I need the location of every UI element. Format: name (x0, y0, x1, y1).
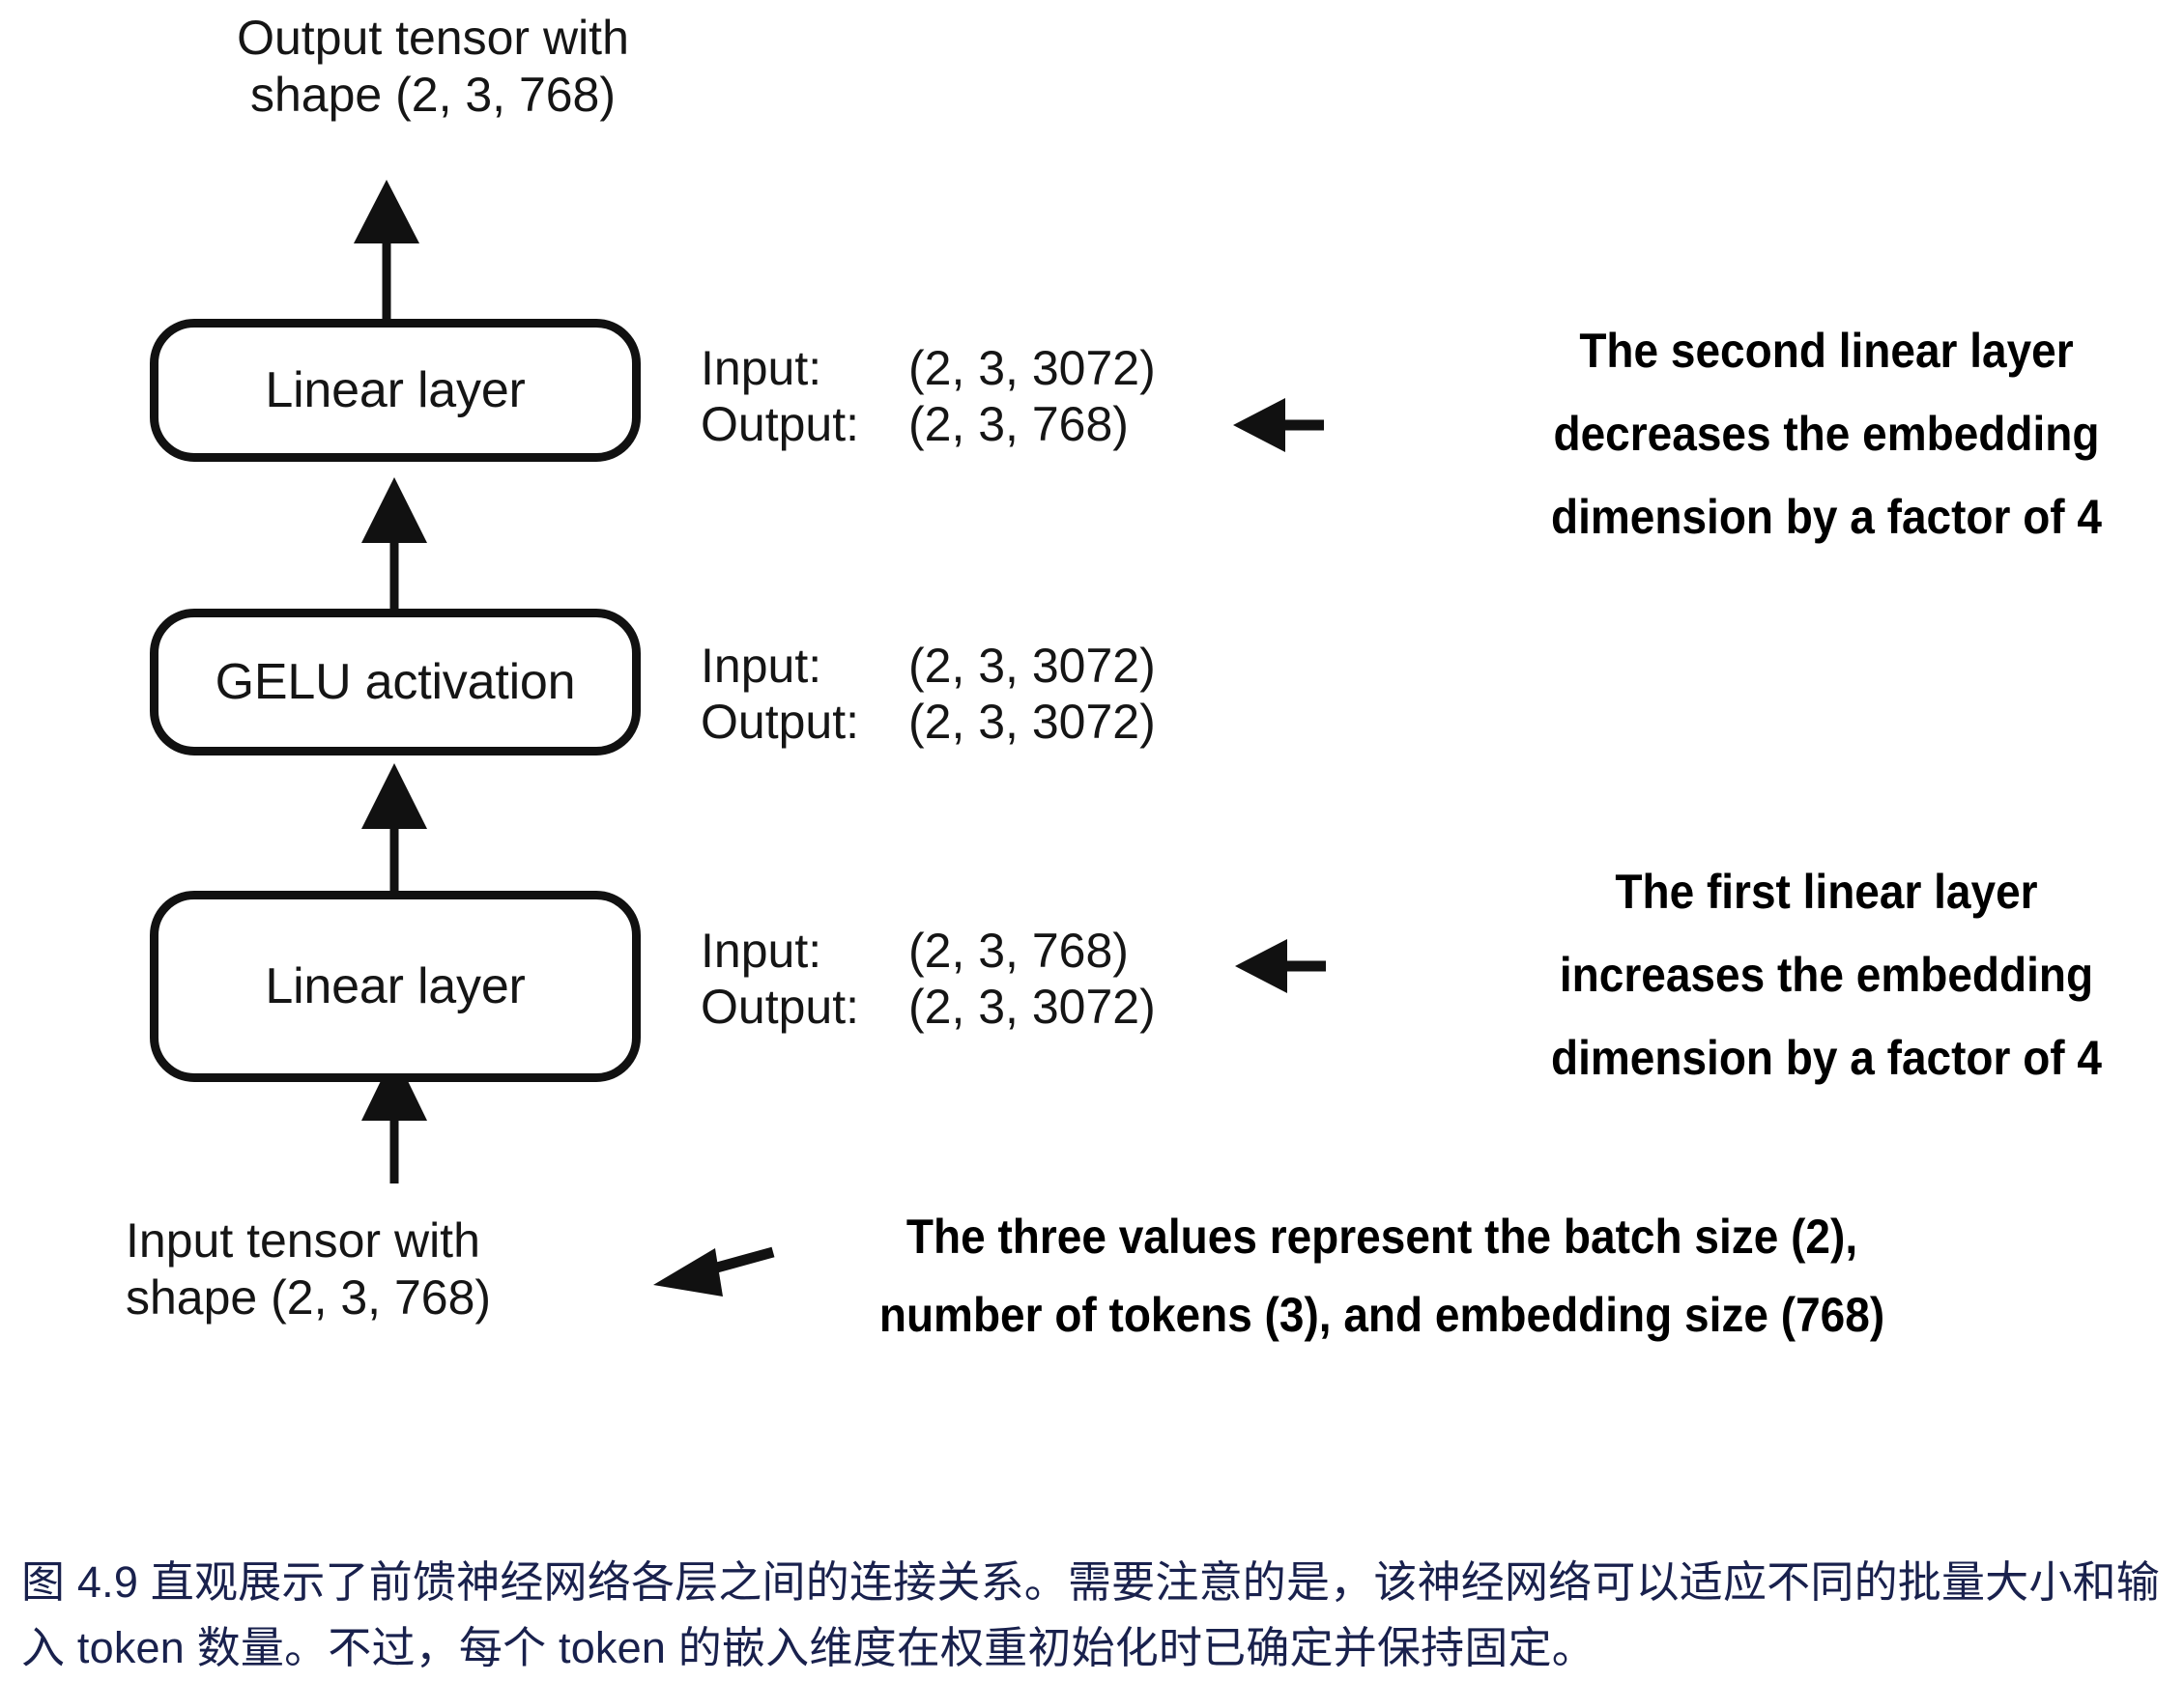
arrow-gelu-to-linear-top (361, 477, 427, 609)
io-input-key: Input: (701, 341, 822, 395)
io-spec-linear-bottom: Input: (2, 3, 768) Output: (2, 3, 3072) (701, 923, 1156, 1035)
io-output-value: (2, 3, 768) (908, 397, 1129, 451)
io-row-input: Input: (2, 3, 768) (701, 923, 1156, 979)
io-spec-linear-top: Input: (2, 3, 3072) Output: (2, 3, 768) (701, 340, 1156, 452)
io-input-key: Input: (701, 639, 822, 693)
callout-second-linear-layer: The second linear layer decreases the em… (1551, 324, 2102, 544)
node-linear-layer-top[interactable]: Linear layer (150, 319, 641, 462)
input-tensor-label: Input tensor with shape (2, 3, 768) (126, 1213, 492, 1325)
arrow-output-up (354, 180, 419, 319)
node-label: Linear layer (265, 362, 526, 418)
io-output-key: Output: (701, 980, 859, 1034)
arrow-callout-second-layer (1233, 398, 1324, 452)
io-row-output: Output: (2, 3, 3072) (701, 694, 1156, 750)
io-output-value: (2, 3, 3072) (908, 980, 1156, 1034)
io-row-input: Input: (2, 3, 3072) (701, 638, 1156, 694)
io-input-value: (2, 3, 3072) (908, 341, 1156, 395)
io-output-key: Output: (701, 397, 859, 451)
callout-first-linear-layer: The first linear layer increases the emb… (1551, 865, 2102, 1085)
node-label: Linear layer (265, 958, 526, 1014)
io-input-key: Input: (701, 924, 822, 978)
io-row-output: Output: (2, 3, 3072) (701, 979, 1156, 1035)
io-input-value: (2, 3, 3072) (908, 639, 1156, 693)
node-gelu-activation[interactable]: GELU activation (150, 609, 641, 755)
io-row-input: Input: (2, 3, 3072) (701, 340, 1156, 396)
io-spec-gelu: Input: (2, 3, 3072) Output: (2, 3, 3072) (701, 638, 1156, 750)
io-input-value: (2, 3, 768) (908, 924, 1129, 978)
io-output-value: (2, 3, 3072) (908, 695, 1156, 749)
callout-three-values: The three values represent the batch siz… (878, 1210, 1885, 1342)
node-label: GELU activation (215, 654, 576, 710)
io-row-output: Output: (2, 3, 768) (701, 396, 1156, 452)
arrow-callout-first-layer (1235, 939, 1326, 993)
node-linear-layer-bottom[interactable]: Linear layer (150, 891, 641, 1082)
io-output-key: Output: (701, 695, 859, 749)
figure-caption: 图 4.9 直观展示了前馈神经网络各层之间的连接关系。需要注意的是，该神经网络可… (21, 1557, 2160, 1673)
arrow-callout-three-values (653, 1246, 775, 1297)
arrow-linear-bottom-to-gelu (361, 763, 427, 891)
output-tensor-label: Output tensor with shape (2, 3, 768) (237, 11, 629, 122)
